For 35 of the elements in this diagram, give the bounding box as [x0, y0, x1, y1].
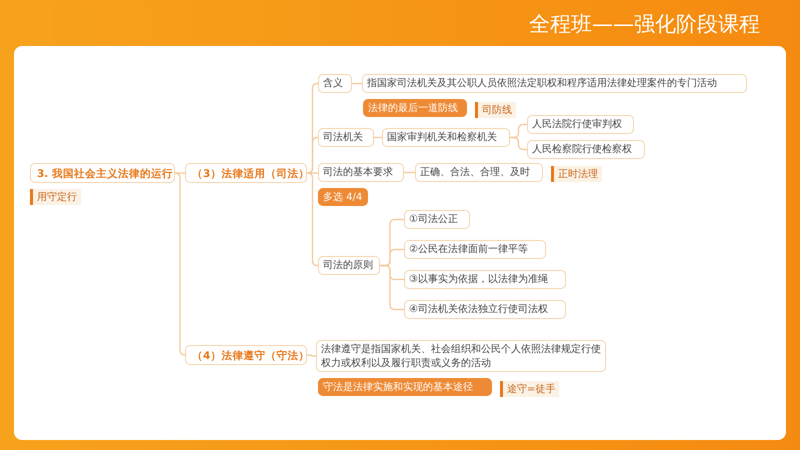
topic-box: 指国家司法机关及其公职人员依照法定职权和程序适用法律处理案件的专门活动: [362, 74, 747, 93]
topic-box: （4）法律遵守（守法）: [185, 345, 307, 365]
topic-box: 司法机关: [318, 128, 374, 147]
topic-box: ③以事实为依据，以法律为准绳: [404, 270, 566, 289]
connector-line: [352, 82, 362, 84]
connector-line: [306, 172, 318, 266]
handwritten-note: 司防线: [475, 102, 516, 118]
topic-box: 人民法院行使审判权: [527, 115, 634, 134]
highlight-box: 多选 4/4: [318, 188, 368, 206]
connector-line: [307, 354, 316, 357]
text-box: 法律遵守是指国家机关、社会组织和公民个人依照法律规定行使权力或权利以及履行职责或义务的活动: [316, 340, 606, 372]
topic-box: 国家审判机关和检察机关: [382, 128, 510, 147]
topic-box: 司法的原则: [318, 256, 380, 275]
topic-box: ④司法机关依法独立行使司法权: [404, 300, 566, 319]
highlight-box: 守法是法律实施和实现的基本途径: [318, 378, 492, 396]
connector-line: [174, 172, 186, 356]
handwritten-note: 途守=徒手: [500, 381, 560, 397]
connector-line: [404, 172, 415, 174]
handwritten-note: 用守定行: [30, 189, 81, 205]
connector-line: [307, 172, 318, 174]
topic-box: 正确、合法、合理、及时: [415, 163, 543, 182]
topic-box: （3）法律适用（司法）: [185, 163, 307, 183]
title: 全程班——强化阶段课程: [529, 11, 760, 38]
connector-line: [510, 136, 527, 150]
topic-box: 人民检察院行使检察权: [527, 140, 645, 159]
connector-line: [306, 136, 318, 174]
topic-box: 司法的基本要求: [318, 163, 404, 182]
topic-box: ①司法公正: [404, 210, 470, 229]
topic-box: ②公民在法律面前一律平等: [404, 240, 546, 259]
highlight-box: 法律的最后一道防线: [363, 99, 467, 117]
handwritten-note: 正时法理: [551, 166, 602, 182]
topic-box: 3. 我国社会主义法律的运行: [30, 163, 175, 183]
topic-box: 含义: [318, 74, 352, 93]
connector-line: [380, 264, 404, 310]
connector-line: [175, 172, 185, 174]
